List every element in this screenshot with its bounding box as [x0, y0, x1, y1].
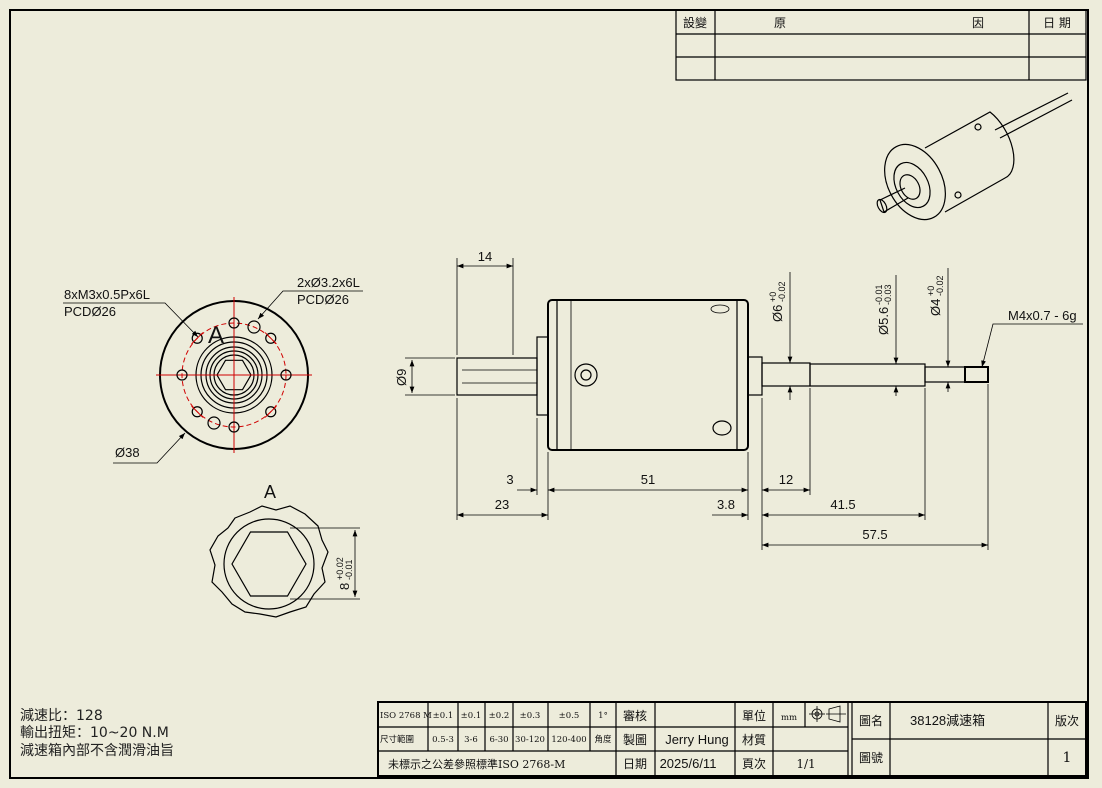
drawn-by: Jerry Hung — [665, 732, 729, 747]
dim-41-5: 41.5 — [830, 497, 855, 512]
dia-5-6-tol-lower: -0.03 — [883, 284, 893, 305]
size-range: 3-6 — [464, 735, 478, 745]
tol-value: ±0.1 — [461, 711, 482, 721]
note-lubricant: 減速箱內部不含潤滑油旨 — [20, 742, 174, 759]
detail-label: A — [264, 482, 276, 502]
drawing-border — [9, 9, 1089, 779]
tapped-hole — [228, 421, 240, 433]
size-range-label: 尺寸範圍 — [380, 734, 414, 745]
outer-diameter-dim: Ø38 — [115, 445, 140, 460]
note-torque: 輸出扭矩：10~20 N.M — [20, 725, 169, 741]
version-value: 1 — [1063, 750, 1072, 766]
dim-12: 12 — [779, 472, 793, 487]
tol-angle: 1° — [598, 711, 608, 721]
dim-dia-4: Ø4 — [928, 299, 943, 316]
hex-tol-upper: +0.02 — [335, 557, 345, 580]
tapped-hole — [265, 406, 277, 418]
rev-header-reason-2: 因 — [972, 16, 984, 30]
size-range: 6-30 — [489, 735, 508, 745]
tol-value: ±0.5 — [559, 711, 580, 721]
dia-4-tol-lower: -0.02 — [935, 275, 945, 296]
projection-symbol-icon — [809, 705, 846, 723]
review-label: 審核 — [623, 708, 647, 723]
side-view: 14 Ø9 3 51 23 3.8 41.5 12 57.5 — [394, 249, 1083, 550]
tap-pcd-callout: PCDØ26 — [64, 304, 116, 319]
drawing-name-label: 圖名 — [859, 713, 883, 728]
pin-holes-callout: 2xØ3.2x6L — [297, 275, 360, 290]
dia-6-tol-upper: +0 — [768, 292, 778, 302]
tap-holes-callout: 8xM3x0.5Px6L — [64, 287, 150, 302]
tolerance-note: 未標示之公差參照標準ISO 2768-M — [388, 757, 565, 771]
detail-view-a: A 8 +0.02 -0.01 — [209, 482, 360, 618]
tapped-hole — [280, 369, 292, 381]
dim-51: 51 — [641, 472, 655, 487]
date-value: 2025/6/11 — [660, 756, 717, 771]
drawn-label: 製圖 — [623, 733, 647, 747]
tol-value: ±0.2 — [489, 711, 510, 721]
dia-4-tol-upper: +0 — [926, 286, 936, 296]
dim-dia-9: Ø9 — [394, 369, 409, 386]
tapped-hole — [191, 406, 203, 418]
drawing-number-label: 圖號 — [859, 751, 883, 765]
rev-header-date: 日 期 — [1043, 16, 1071, 30]
tapped-hole — [265, 332, 277, 344]
title-block: ISO 2768 M ±0.1 ±0.1 ±0.2 ±0.3 ±0.5 1° 尺… — [377, 701, 1087, 777]
dia-6-tol-lower: -0.02 — [777, 281, 787, 302]
dim-57-5: 57.5 — [862, 527, 887, 542]
dim-14: 14 — [478, 249, 492, 264]
dim-dia-6: Ø6 — [770, 305, 785, 322]
page-label: 頁次 — [742, 757, 766, 771]
tapped-hole — [228, 317, 240, 329]
size-range: 30-120 — [515, 735, 545, 745]
size-range: 120-400 — [551, 735, 586, 745]
size-range: 0.5-3 — [432, 735, 454, 745]
rev-header-change: 設變 — [683, 15, 707, 30]
tapped-hole — [176, 369, 188, 381]
dim-dia-5-6: Ø5.6 — [876, 307, 891, 335]
unit-label: 單位 — [742, 708, 766, 723]
note-ratio: 減速比：128 — [20, 707, 103, 724]
hex-tol-lower: -0.01 — [344, 559, 354, 580]
pin-pcd-callout: PCDØ26 — [297, 292, 349, 307]
angle-label: 角度 — [594, 734, 612, 745]
tol-standard: ISO 2768 M — [380, 711, 432, 721]
page-value: 1/1 — [796, 757, 815, 771]
section-label: A — [208, 322, 224, 349]
dim-23: 23 — [495, 497, 509, 512]
dia-5-6-tol-upper: -0.01 — [874, 284, 884, 305]
dim-3-8: 3.8 — [717, 497, 735, 512]
version-label: 版次 — [1055, 714, 1079, 728]
hex-size-dim: 8 — [337, 583, 352, 590]
drawing-name: 38128減速箱 — [910, 713, 985, 728]
front-view: A 8xM3x0.5Px6L PCDØ26 2xØ3.2x6L PCDØ26 Ø… — [63, 275, 363, 464]
thread-callout: M4x0.7 - 6g — [1008, 308, 1077, 323]
date-label: 日期 — [623, 757, 647, 771]
material-label: 材質 — [742, 732, 766, 747]
rev-header-reason-1: 原 — [774, 16, 786, 30]
isometric-view — [876, 92, 1073, 221]
revision-table: 設變 原 因 日 期 — [675, 9, 1087, 81]
dim-3: 3 — [506, 472, 513, 487]
tol-value: ±0.3 — [520, 711, 541, 721]
tol-value: ±0.1 — [433, 711, 454, 721]
unit-value: mm — [781, 713, 797, 723]
notes: 減速比：128 輸出扭矩：10~20 N.M 減速箱內部不含潤滑油旨 — [20, 707, 174, 759]
